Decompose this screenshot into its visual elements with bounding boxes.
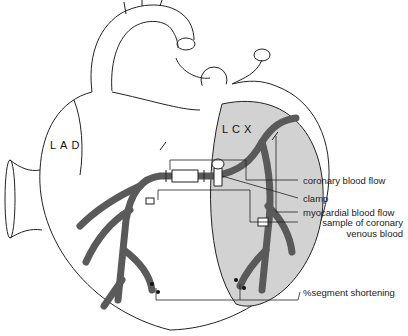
callout-label: sample of coronary venous blood (303, 217, 403, 239)
callout-label: %segment shortening (303, 287, 395, 298)
artery-name: LAD (50, 140, 83, 151)
artery-name: LCX (222, 124, 255, 135)
callout-label: clamp (303, 193, 328, 204)
callout-label: coronary blood flow (303, 175, 385, 186)
callout-label: myocardial blood flow (303, 207, 394, 218)
